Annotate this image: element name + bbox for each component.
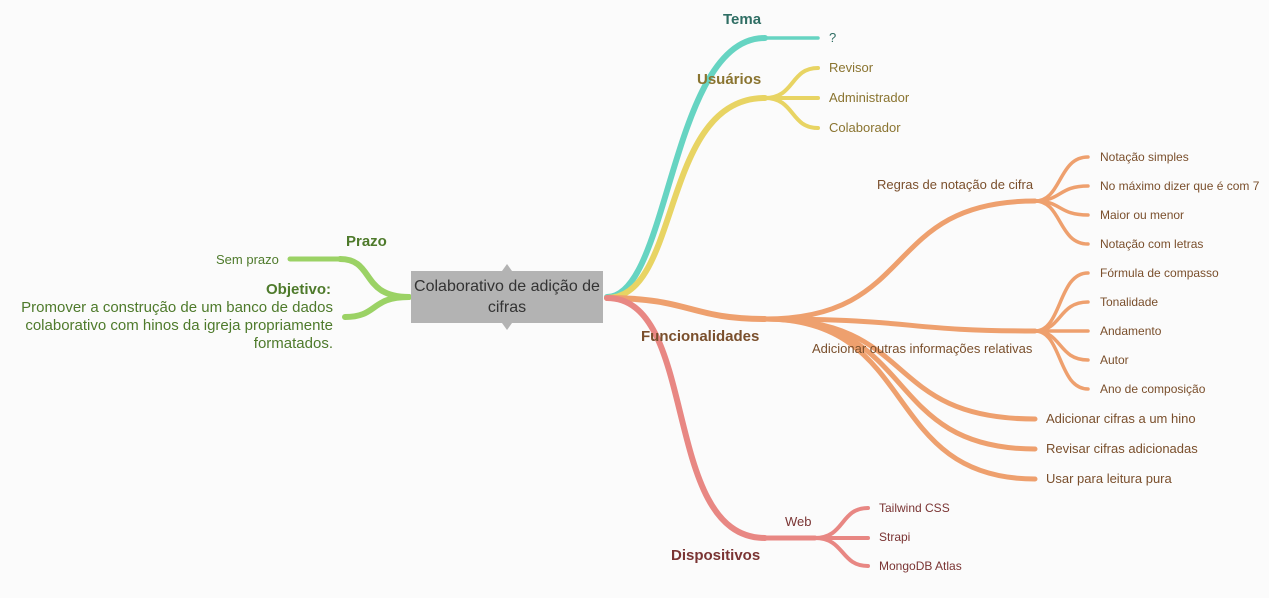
regras-label[interactable]: Regras de notação de cifra: [877, 177, 1034, 192]
usuarios-item-administrador[interactable]: Administrador: [829, 90, 910, 105]
prazo-branch: [287, 256, 412, 320]
central-bottom-cap: [502, 323, 512, 330]
regras-item-2[interactable]: No máximo dizer que é com 7: [1100, 179, 1260, 193]
usuarios-label[interactable]: Usuários: [697, 71, 762, 88]
tema-branch: [604, 35, 820, 300]
info-item-5[interactable]: Ano de composição: [1100, 382, 1206, 396]
regras-item-4[interactable]: Notação com letras: [1100, 237, 1204, 251]
web-item-strapi[interactable]: Strapi: [879, 530, 911, 544]
web-item-mongodb[interactable]: MongoDB Atlas: [879, 559, 962, 573]
funcionalidade-adicionar-cifras[interactable]: Adicionar cifras a um hino: [1046, 411, 1196, 426]
central-topic[interactable]: Colaborativo de adição de cifras: [411, 271, 603, 323]
prazo-label[interactable]: Prazo: [346, 233, 387, 250]
web-item-tailwind[interactable]: Tailwind CSS: [879, 501, 950, 515]
usuarios-item-revisor[interactable]: Revisor: [829, 60, 874, 75]
info-item-1[interactable]: Fórmula de compasso: [1100, 266, 1219, 280]
objetivo-text[interactable]: Promover a construção de um banco de dad…: [21, 299, 333, 352]
usuarios-branch: [604, 66, 820, 301]
central-topic-label: Colaborativo de adição de cifras: [414, 278, 600, 316]
adicionar-info-label[interactable]: Adicionar outras informações relativas: [812, 341, 1033, 356]
info-item-3[interactable]: Andamento: [1100, 324, 1162, 338]
funcionalidades-label[interactable]: Funcionalidades: [641, 328, 760, 345]
regras-item-1[interactable]: Notação simples: [1100, 150, 1189, 164]
regras-item-3[interactable]: Maior ou menor: [1100, 208, 1185, 222]
info-item-4[interactable]: Autor: [1100, 353, 1129, 367]
funcionalidade-revisar-cifras[interactable]: Revisar cifras adicionadas: [1046, 441, 1198, 456]
dispositivos-label[interactable]: Dispositivos: [671, 547, 761, 564]
funcionalidades-branch: [604, 155, 1090, 482]
funcionalidade-leitura-pura[interactable]: Usar para leitura pura: [1046, 471, 1172, 486]
dispositivos-branch: [604, 295, 870, 568]
tema-item-1[interactable]: ?: [829, 30, 837, 45]
objetivo-label[interactable]: Objetivo:: [266, 281, 332, 298]
central-top-cap: [502, 264, 512, 271]
prazo-item-sem-prazo[interactable]: Sem prazo: [216, 252, 279, 267]
tema-label[interactable]: Tema: [723, 11, 762, 28]
web-label[interactable]: Web: [785, 514, 812, 529]
info-item-2[interactable]: Tonalidade: [1100, 295, 1159, 309]
usuarios-item-colaborador[interactable]: Colaborador: [829, 120, 901, 135]
